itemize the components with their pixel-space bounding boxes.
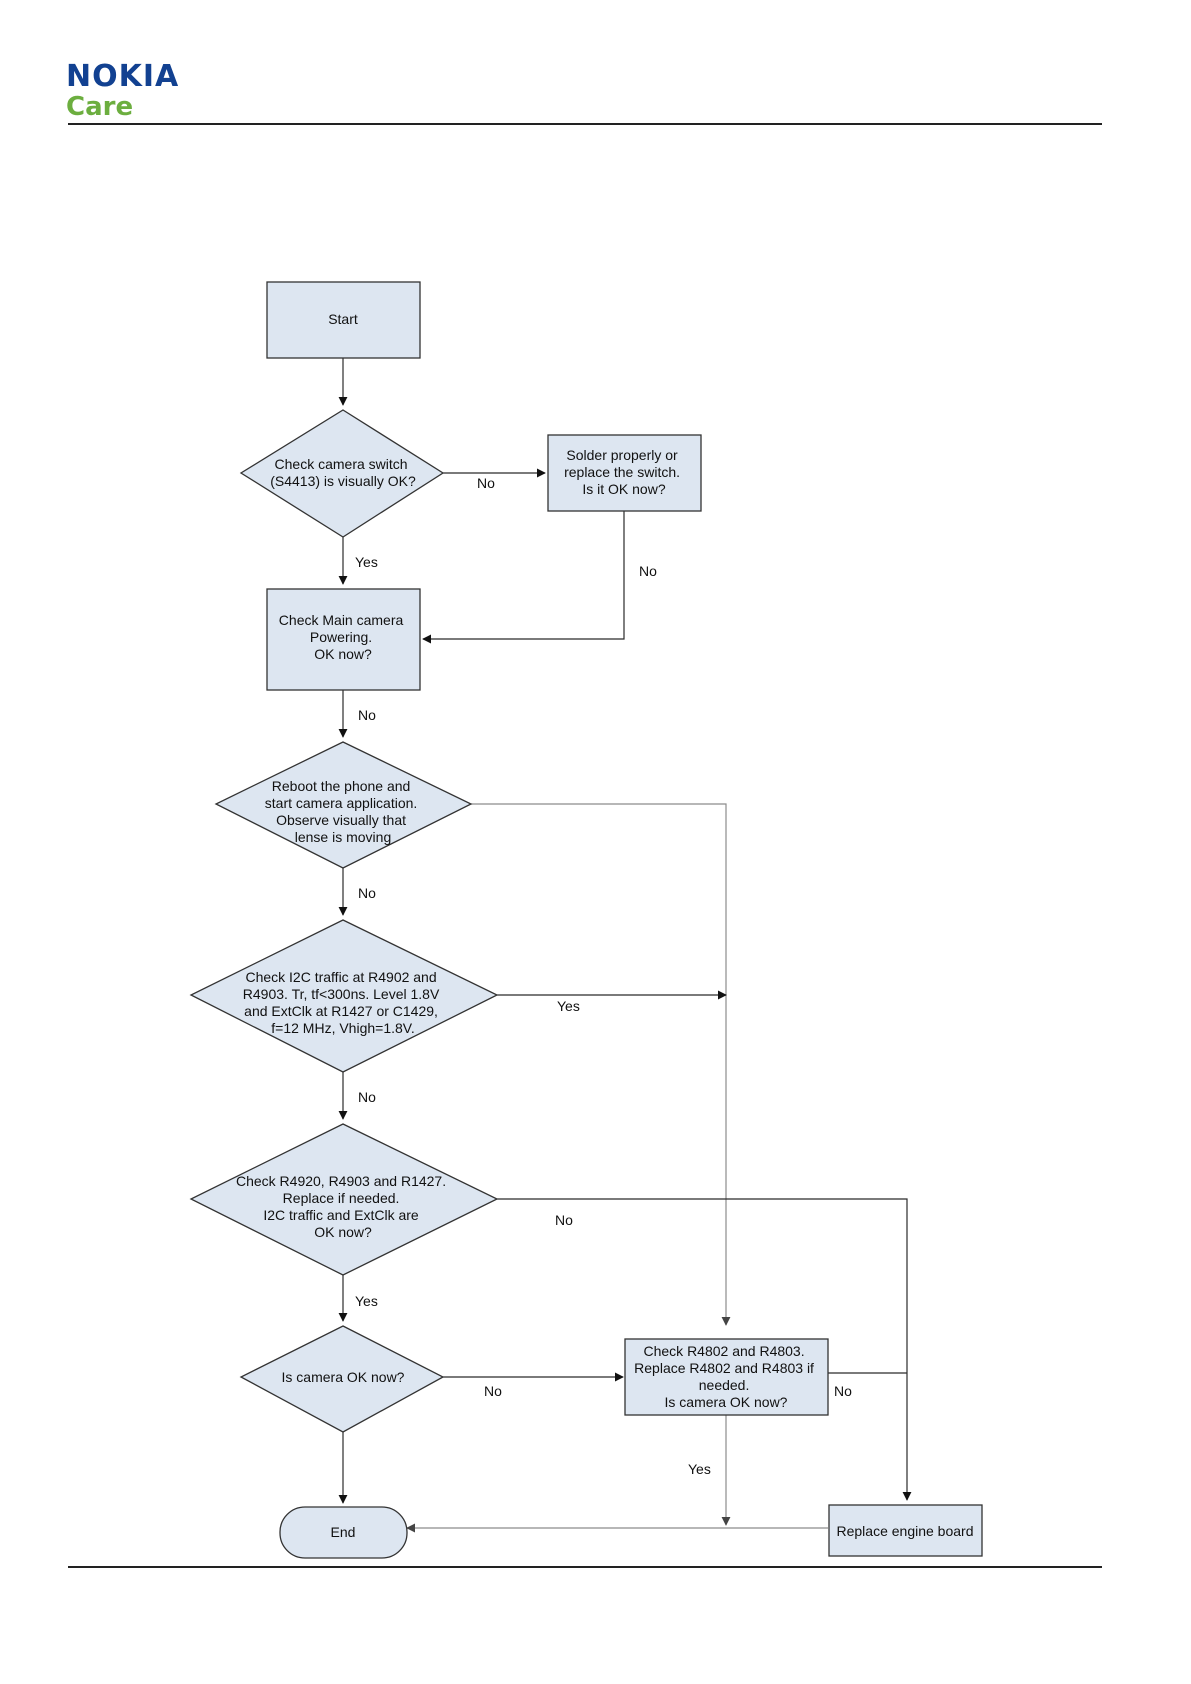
end-node: End (279, 1506, 408, 1559)
svg-text:Check camera switch (S: Check camera switch (S4413) is visually … (270, 456, 416, 489)
edge-label-reboot-no: No (358, 885, 376, 901)
check-powering-line: Check Main camera (279, 612, 404, 628)
replace-board-node: Replace engine board (828, 1504, 983, 1557)
check-i2c-decision: Check I2C traffic at R4902 and R4903. Tr… (189, 919, 499, 1073)
edge-reboot-right (471, 803, 731, 1326)
svg-text:End: End (331, 1524, 356, 1540)
care-logo: Care (66, 92, 134, 122)
reboot-line: Reboot the phone and (272, 778, 411, 794)
svg-text:Reboot the phone and s: Reboot the phone and start camera applic… (265, 778, 421, 845)
edge-label-r4802-yes: Yes (688, 1461, 711, 1477)
edge-r4920-no (497, 1198, 912, 1501)
check-r4920-line: OK now? (314, 1224, 372, 1240)
check-powering-node: Check Main camera Powering. OK now? (266, 588, 421, 691)
reboot-decision: Reboot the phone and start camera applic… (214, 741, 473, 869)
check-r4802-line: Replace R4802 and R4803 if (634, 1360, 814, 1376)
check-powering-line: OK now? (314, 646, 372, 662)
edge-label-i2c-no: No (358, 1089, 376, 1105)
footer-rule (68, 1566, 1102, 1568)
solder-switch-line: replace the switch. (564, 464, 680, 480)
start-label: Start (328, 311, 358, 327)
solder-switch-line: Solder properly or (566, 447, 678, 463)
solder-switch-node: Solder properly or replace the switch. I… (547, 434, 702, 512)
reboot-line: lense is moving (295, 829, 392, 845)
start-node: Start (266, 281, 421, 359)
check-powering-line: Powering. (310, 629, 372, 645)
check-switch-decision: Check camera switch (S4413) is visually … (239, 409, 445, 538)
edge-label-camera-no: No (484, 1383, 502, 1399)
check-switch-line: (S4413) is visually OK? (270, 473, 416, 489)
edge-solder-no (422, 511, 625, 644)
check-switch-line: Check camera switch (275, 456, 408, 472)
svg-text:Check R4920, R4903 and R1427.: Check R4920, R4903 and R1427. Replace if… (236, 1173, 450, 1240)
svg-text:Check I2C traffic at R4902 and: Check I2C traffic at R4902 and R4903. Tr… (243, 969, 443, 1036)
edge-label-r4802-no: No (834, 1383, 852, 1399)
edge-label-r4920-no: No (555, 1212, 573, 1228)
solder-switch-line: Is it OK now? (582, 481, 665, 497)
end-label: End (331, 1524, 356, 1540)
check-i2c-line: and ExtClk at R1427 or C1429, (244, 1003, 438, 1019)
check-r4802-line: Is camera OK now? (665, 1394, 788, 1410)
check-r4802-line: Check R4802 and R4803. (644, 1343, 805, 1359)
check-r4802-line: needed. (699, 1377, 750, 1393)
camera-ok-line: Is camera OK now? (282, 1369, 405, 1385)
check-r4920-decision: Check R4920, R4903 and R1427. Replace if… (189, 1123, 499, 1276)
camera-ok-decision: Is camera OK now? (239, 1325, 445, 1433)
check-i2c-line: R4903. Tr, tf<300ns. Level 1.8V (243, 986, 440, 1002)
svg-text:Is camera OK now?: Is camera OK now? (282, 1369, 405, 1385)
reboot-line: Observe visually that (276, 812, 406, 828)
check-r4920-line: I2C traffic and ExtClk are (263, 1207, 419, 1223)
check-r4920-line: Check R4920, R4903 and R1427. (236, 1173, 446, 1189)
nokia-logo: NOKIA (66, 59, 180, 94)
svg-text:Replace engine board: Replace engine board (837, 1523, 974, 1539)
svg-text:Check Main camera Powe: Check Main camera Powering. OK now? (279, 612, 407, 662)
edge-label-r4920-yes: Yes (355, 1293, 378, 1309)
edge-label-powering-no: No (358, 707, 376, 723)
svg-text:Solder properly or rep: Solder properly or replace the switch. I… (564, 447, 684, 497)
header-rule (68, 123, 1102, 125)
edge-label-solder-no: No (639, 563, 657, 579)
svg-text:Check R4802 and R4803.: Check R4802 and R4803. Replace R4802 and… (634, 1343, 818, 1410)
edge-label-switch-no: No (477, 475, 495, 491)
check-i2c-line: Check I2C traffic at R4902 and (245, 969, 436, 985)
check-r4802-node: Check R4802 and R4803. Replace R4802 and… (624, 1338, 829, 1416)
check-i2c-line: f=12 MHz, Vhigh=1.8V. (271, 1020, 414, 1036)
check-r4920-line: Replace if needed. (283, 1190, 400, 1206)
reboot-line: start camera application. (265, 795, 418, 811)
edge-label-switch-yes: Yes (355, 554, 378, 570)
edge-label-i2c-yes: Yes (557, 998, 580, 1014)
replace-board-label: Replace engine board (837, 1523, 974, 1539)
svg-text:Start: Start (328, 311, 358, 327)
